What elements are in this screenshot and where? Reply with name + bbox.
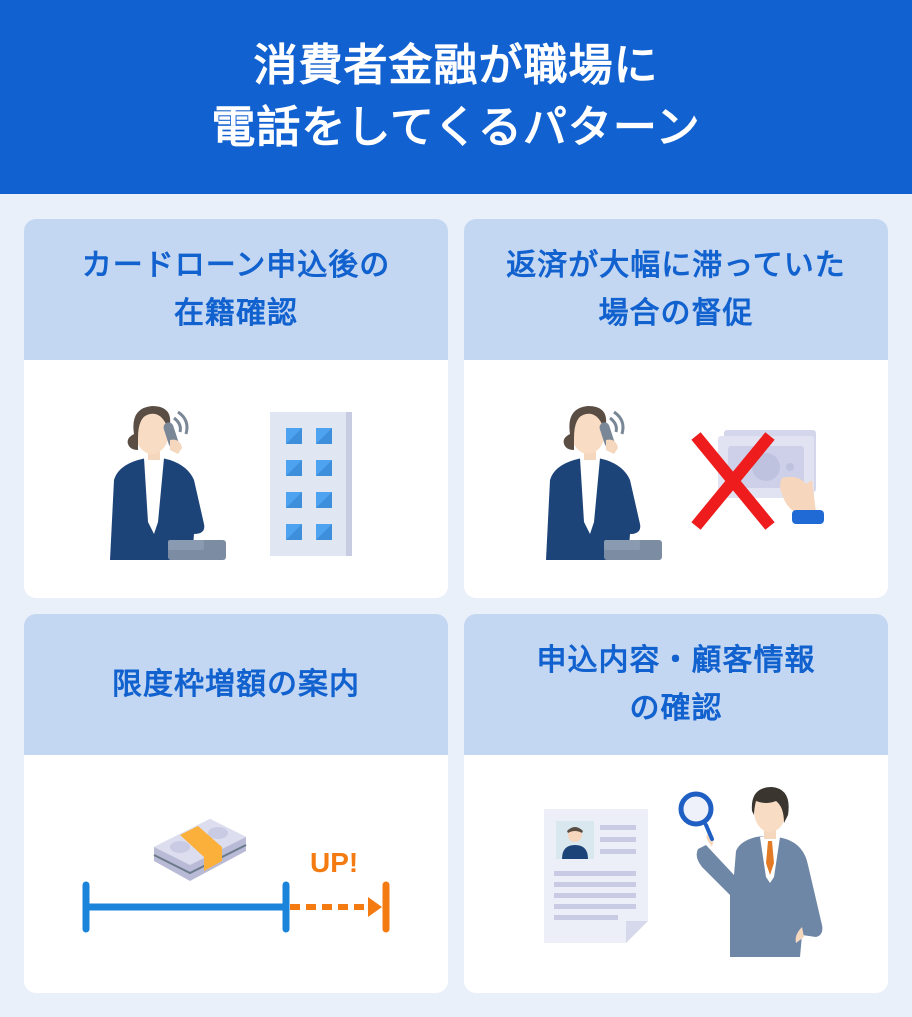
card-enrollment-check: カードローン申込後の 在籍確認 xyxy=(24,219,448,598)
card-title-line-1: カードローン申込後の xyxy=(81,247,391,283)
card-illustration xyxy=(24,360,448,598)
page-title-line-2: 電話をしてくるパターン xyxy=(211,102,701,153)
money-with-red-cross-icon xyxy=(691,430,824,530)
limit-increase-bar-icon xyxy=(82,881,390,933)
card-title-line-2: 場合の督促 xyxy=(598,295,754,331)
man-with-magnifier-icon xyxy=(678,787,823,957)
card-header: カードローン申込後の 在籍確認 xyxy=(24,219,448,360)
card-limit-increase: 限度枠増額の案内 UP! xyxy=(24,614,448,993)
card-title-line-2: の確認 xyxy=(629,690,723,726)
card-title-line-1: 限度枠増額の案内 xyxy=(112,666,360,702)
profile-document-icon xyxy=(544,809,648,943)
cash-bundle-icon xyxy=(153,819,247,881)
card-illustration: UP! xyxy=(24,755,448,993)
woman-on-phone-icon xyxy=(546,406,662,560)
card-payment-reminder: 返済が大幅に滞っていた 場合の督促 xyxy=(464,219,888,598)
up-label: UP! xyxy=(310,847,359,878)
woman-on-phone-icon xyxy=(110,406,226,560)
card-application-info-check: 申込内容・顧客情報 の確認 xyxy=(464,614,888,993)
office-building-icon xyxy=(270,412,352,556)
card-header: 返済が大幅に滞っていた 場合の督促 xyxy=(464,219,888,360)
card-title-line-1: 返済が大幅に滞っていた xyxy=(506,247,846,283)
page-header: 消費者金融が職場に 電話をしてくるパターン xyxy=(0,0,912,194)
card-title-line-1: 申込内容・顧客情報 xyxy=(536,642,816,678)
card-header: 限度枠増額の案内 xyxy=(24,614,448,755)
card-title-line-2: 在籍確認 xyxy=(174,295,298,331)
card-illustration xyxy=(464,755,888,993)
card-illustration xyxy=(464,360,888,598)
page-title-line-1: 消費者金融が職場に xyxy=(253,40,659,91)
card-header: 申込内容・顧客情報 の確認 xyxy=(464,614,888,755)
